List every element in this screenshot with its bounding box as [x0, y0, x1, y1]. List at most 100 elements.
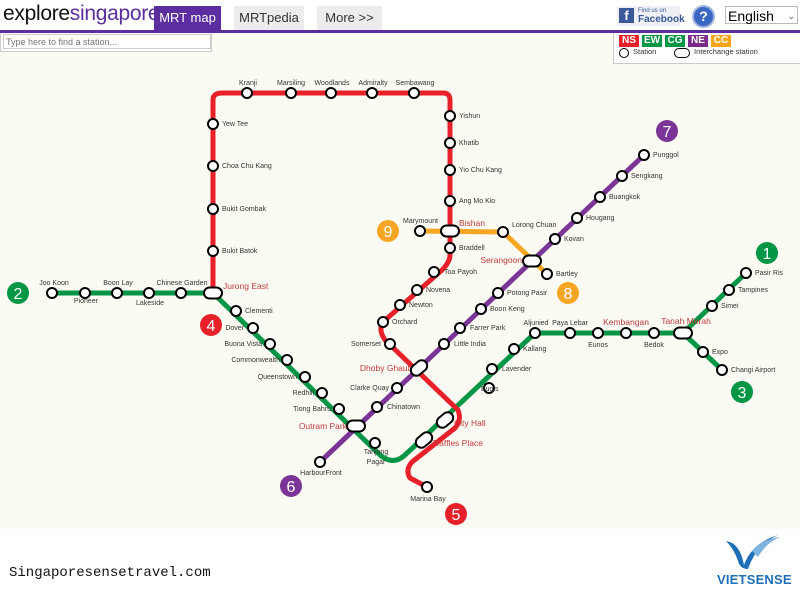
station-kembangan[interactable]: Kembangan: [603, 317, 649, 339]
station-marker: [241, 87, 253, 99]
station-buangkok[interactable]: Buangkok: [594, 191, 641, 203]
station-harbourfront[interactable]: HarbourFront: [300, 456, 342, 477]
interchange-marker: [522, 254, 542, 268]
line-badge-9: 9: [377, 220, 399, 242]
language-select[interactable]: English⌄: [725, 6, 798, 24]
station-changi-airport[interactable]: Changi Airport: [716, 364, 775, 376]
station-kranji[interactable]: Kranji: [239, 80, 257, 99]
station-marymount[interactable]: Marymount: [403, 218, 438, 237]
station-toa-payoh[interactable]: Toa Payoh: [428, 266, 477, 278]
station-sembawang[interactable]: Sembawang: [396, 80, 435, 99]
station-serangoon[interactable]: Serangoon: [480, 254, 542, 268]
station-lavender[interactable]: Lavender: [486, 363, 532, 375]
station-bartley[interactable]: Bartley: [541, 268, 578, 280]
station-bishan[interactable]: Bishan: [440, 218, 485, 238]
legend-ew[interactable]: EW: [642, 35, 662, 47]
station-chinatown[interactable]: Chinatown: [371, 401, 420, 413]
station-marker: [371, 401, 383, 413]
facebook-line1: Find us on: [638, 8, 667, 14]
station-marker: [421, 481, 433, 493]
station-yishun[interactable]: Yishun: [444, 110, 480, 122]
station-marina-bay[interactable]: Marina Bay: [410, 481, 446, 503]
station-city-hall[interactable]: City Hall: [435, 410, 486, 430]
station-tanah-merah[interactable]: Tanah Merah: [661, 316, 711, 340]
tab-mrtpedia[interactable]: MRTpedia: [234, 6, 304, 30]
station-orchard[interactable]: Orchard: [377, 316, 417, 328]
station-simei[interactable]: Simei: [706, 300, 739, 312]
station-marsiling[interactable]: Marsiling: [277, 80, 305, 99]
station-pasir-ris[interactable]: Pasir Ris: [740, 267, 784, 279]
station-admiralty[interactable]: Admiralty: [358, 80, 388, 99]
station-commonwealth[interactable]: Commonwealth: [231, 354, 293, 366]
station-bukit-batok[interactable]: Bukit Batok: [207, 245, 258, 257]
station-bedok[interactable]: Bedok: [644, 327, 664, 349]
station-buona-vista[interactable]: Buona Vista: [224, 338, 276, 350]
station-label: Tanah Merah: [661, 316, 711, 326]
station-redhill[interactable]: Redhill: [293, 387, 328, 399]
station-label: Bartley: [556, 271, 578, 278]
station-jurong-east[interactable]: Jurong East: [203, 281, 269, 300]
station-braddell[interactable]: Braddell: [444, 242, 485, 254]
station-lakeside[interactable]: Lakeside: [136, 287, 164, 307]
interchange-marker: [440, 224, 460, 238]
station-little-india[interactable]: Little India: [438, 338, 486, 350]
station-dover[interactable]: Dover: [225, 322, 259, 334]
station-choa-chu-kang[interactable]: Choa Chu Kang: [207, 160, 272, 172]
station-clementi[interactable]: Clementi: [230, 305, 273, 317]
station-punggol[interactable]: Punggol: [638, 149, 679, 161]
station-marker: [508, 343, 520, 355]
legend-ns[interactable]: NS: [619, 35, 639, 47]
station-novena[interactable]: Novena: [411, 284, 450, 296]
station-queenstown[interactable]: Queenstown: [258, 371, 311, 383]
station-khatib[interactable]: Khatib: [444, 137, 479, 149]
station-lorong-chuan[interactable]: Lorong Chuan: [497, 222, 556, 238]
tab-mrt-map[interactable]: MRT map: [154, 6, 221, 30]
station-marker: [697, 346, 709, 358]
station-chinese-garden[interactable]: Chinese Garden: [157, 280, 208, 299]
station-ang-mo-kio[interactable]: Ang Mo Kio: [444, 195, 495, 207]
station-expo[interactable]: Expo: [697, 346, 728, 358]
station-hougang[interactable]: Hougang: [571, 212, 615, 224]
site-logo[interactable]: exploresingapore: [3, 2, 160, 26]
station-marker: [369, 437, 381, 449]
station-sengkang[interactable]: Sengkang: [616, 170, 663, 182]
station-farrer-park[interactable]: Farrer Park: [454, 322, 506, 334]
station-tiong-bahru[interactable]: Tiong Bahru: [293, 403, 345, 415]
station-paya-lebar[interactable]: Paya Lebar: [552, 320, 589, 339]
station-clarke-quay[interactable]: Clarke Quay: [350, 382, 403, 394]
station-joo-koon[interactable]: Joo Koon: [39, 280, 69, 299]
station-boon-lay[interactable]: Boon Lay: [103, 280, 133, 299]
station-outram-park[interactable]: Outram Park: [299, 419, 366, 433]
legend-ne[interactable]: NE: [688, 35, 708, 47]
tab-more[interactable]: More >>: [317, 6, 382, 30]
station-search-input[interactable]: [3, 34, 211, 49]
station-kovan[interactable]: Kovan: [549, 233, 584, 245]
station-woodlands[interactable]: Woodlands: [315, 80, 350, 99]
station-potong-pasir[interactable]: Potong Pasir: [492, 287, 548, 299]
station-bugis[interactable]: Bugis: [481, 382, 499, 394]
station-pioneer[interactable]: Pioneer: [74, 287, 99, 305]
station-tampines[interactable]: Tampines: [723, 284, 768, 296]
help-icon[interactable]: ?: [692, 5, 715, 28]
station-newton[interactable]: Newton: [394, 299, 433, 311]
station-raffles-place[interactable]: Raffles Place: [414, 430, 484, 450]
station-dhoby-ghaut[interactable]: Dhoby Ghaut: [360, 358, 430, 378]
facebook-button[interactable]: f Find us on Facebook: [617, 6, 685, 26]
station-bukit-gombak[interactable]: Bukit Gombak: [207, 203, 266, 215]
legend-cg[interactable]: CG: [665, 35, 685, 47]
station-somerset[interactable]: Somerset: [351, 338, 396, 350]
station-yio-chu-kang[interactable]: Yio Chu Kang: [444, 164, 502, 176]
station-marker: [483, 382, 495, 394]
legend-cc[interactable]: CC: [711, 35, 731, 47]
station-boon-keng[interactable]: Boon Keng: [475, 303, 525, 315]
station-aljunied[interactable]: Aljunied: [524, 320, 549, 339]
station-kallang[interactable]: Kallang: [508, 343, 546, 355]
station-yew-tee[interactable]: Yew Tee: [207, 118, 248, 130]
station-label: Bishan: [459, 218, 485, 228]
station-eunos[interactable]: Eunos: [588, 327, 608, 349]
station-label: Yew Tee: [222, 121, 248, 128]
interchange-marker: [435, 411, 455, 429]
